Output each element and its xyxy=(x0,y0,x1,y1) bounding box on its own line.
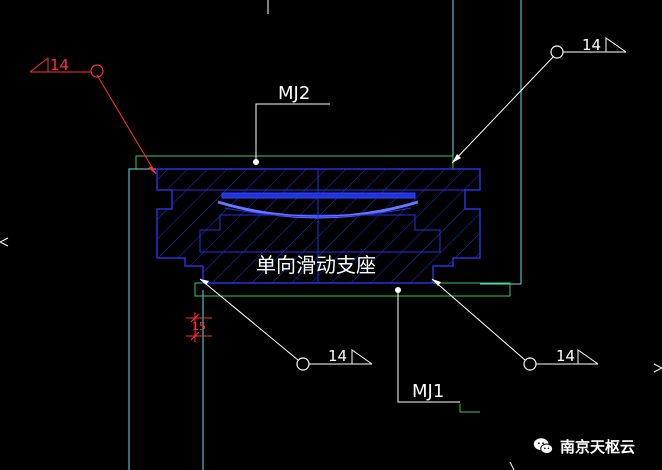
watermark: 南京天枢云 xyxy=(532,434,635,458)
svg-text:15: 15 xyxy=(192,320,206,333)
wechat-icon xyxy=(533,438,554,454)
mj2-label: MJ2 xyxy=(278,83,310,104)
plate-edge-lower xyxy=(459,404,480,413)
mj1-leader xyxy=(397,290,460,403)
watermark-text: 南京天枢云 xyxy=(560,437,636,456)
embedded-plate-mj1 xyxy=(194,282,511,297)
svg-text:14: 14 xyxy=(50,56,69,74)
weld-symbol-bottom-right: 14 xyxy=(431,278,599,371)
svg-text:14: 14 xyxy=(328,347,347,365)
mj1-label: MJ1 xyxy=(412,381,444,402)
weld-symbol-bottom-left: 14 xyxy=(199,278,373,371)
bottom-edge-mark xyxy=(509,461,515,470)
svg-text:14: 14 xyxy=(582,36,601,54)
dimension-15: 15 xyxy=(186,312,212,342)
column-lower-left-edge xyxy=(128,168,156,470)
left-edge-mark xyxy=(0,237,9,247)
bearing-label: 单向滑动支座 xyxy=(256,253,376,277)
svg-text:14: 14 xyxy=(556,347,575,365)
weld-symbol-top-left: 14 xyxy=(29,56,157,175)
right-edge-mark xyxy=(653,363,662,373)
embedded-plate-mj2 xyxy=(135,155,453,169)
weld-symbol-top-right: 14 xyxy=(451,36,627,164)
mj2-leader xyxy=(255,103,330,162)
sliding-bearing: 单向滑动支座 xyxy=(156,168,481,284)
lower-seat-outline xyxy=(199,214,441,253)
